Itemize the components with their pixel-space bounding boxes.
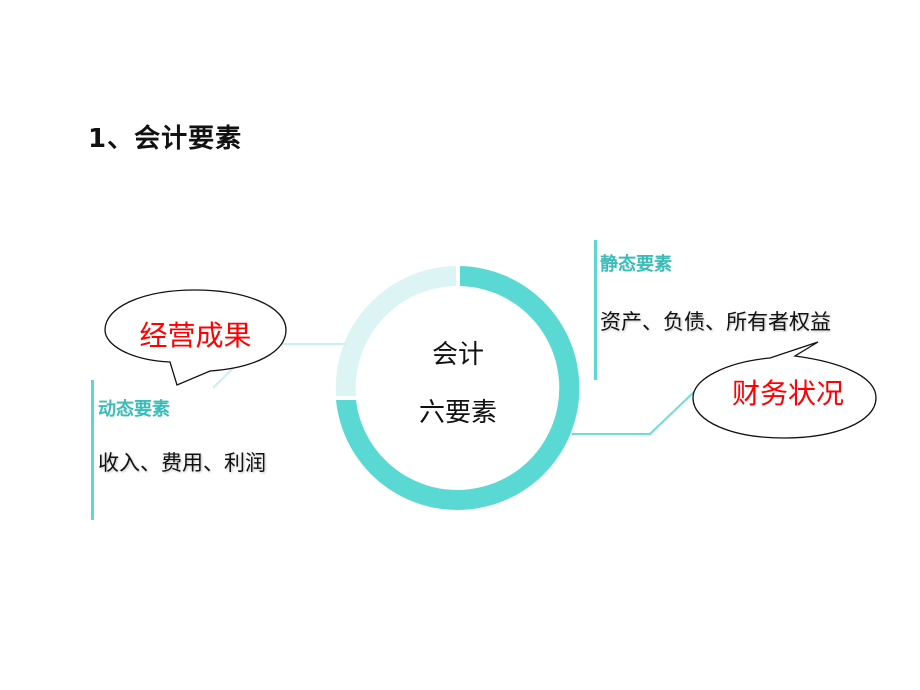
dynamic-accent-bar	[91, 380, 94, 520]
connector-right	[572, 389, 697, 435]
callout-financial-position: 财务状况	[731, 377, 844, 410]
donut-ring	[335, 266, 580, 510]
center-label-line1: 会计	[431, 340, 484, 370]
dynamic-elements-items: 收入、费用、利润	[98, 451, 266, 475]
static-elements-label: 静态要素	[600, 254, 672, 275]
center-label: 会计 六要素	[388, 326, 528, 442]
static-elements-items: 资产、负债、所有者权益	[600, 310, 831, 334]
center-label-line2: 六要素	[418, 398, 497, 428]
static-accent-bar	[594, 240, 597, 380]
ring-segment-light	[335, 266, 456, 396]
slide-title: 1、会计要素	[88, 124, 243, 154]
callout-bubble-left	[104, 289, 287, 386]
callout-bubble-right	[692, 341, 877, 439]
dynamic-elements-label: 动态要素	[98, 399, 170, 420]
callout-operating-results: 经营成果	[139, 319, 252, 352]
